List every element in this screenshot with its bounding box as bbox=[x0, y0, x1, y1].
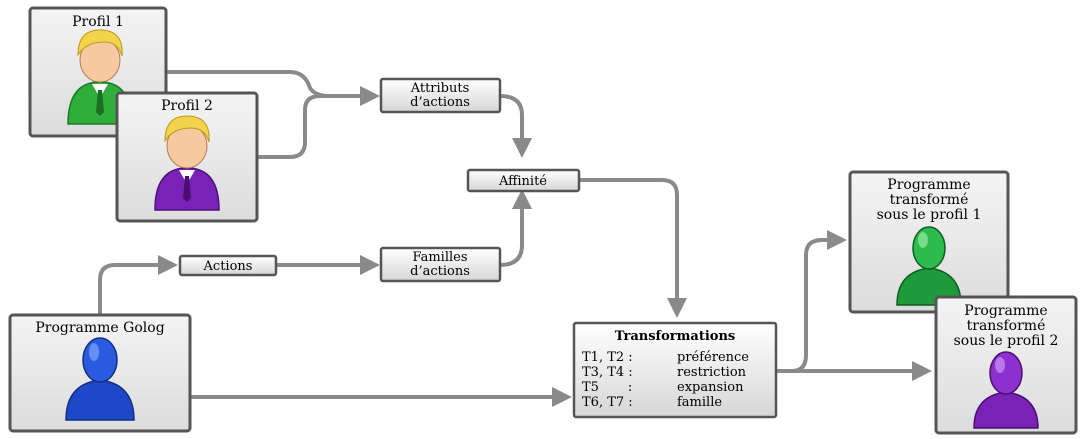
user-icon bbox=[154, 115, 220, 211]
transformation-desc: restriction bbox=[677, 365, 747, 380]
out1-line-1: Programme bbox=[887, 177, 970, 193]
golog-label: Programme Golog bbox=[35, 320, 164, 336]
arrow-golog-to-actions bbox=[98, 255, 178, 314]
programme-transforme-profil-1-panel: Programme transformé sous le profil 1 bbox=[848, 170, 1010, 314]
arrow-attributs-to-affinite bbox=[499, 94, 532, 158]
attributs-line-2: d’actions bbox=[410, 95, 470, 110]
user-silhouette-icon bbox=[973, 351, 1039, 429]
transformation-codes: T3, T4 : bbox=[582, 365, 633, 380]
out1-line-3: sous le profil 1 bbox=[877, 207, 982, 223]
transformation-desc: expansion bbox=[677, 380, 744, 395]
familles-line-1: Familles bbox=[412, 250, 467, 265]
out2-line-1: Programme bbox=[964, 303, 1047, 319]
arrow-familles-to-affinite bbox=[499, 189, 532, 267]
affinite-node: Affinité bbox=[466, 168, 581, 193]
actions-label: Actions bbox=[203, 259, 253, 274]
profil-2-panel: Profil 2 bbox=[115, 91, 259, 223]
out2-line-3: sous le profil 2 bbox=[954, 333, 1059, 349]
affinite-label: Affinité bbox=[498, 174, 547, 189]
transformation-codes: T6, T7 : bbox=[582, 395, 633, 410]
transformation-desc: famille bbox=[677, 395, 722, 410]
programme-golog-panel: Programme Golog bbox=[8, 313, 192, 433]
user-silhouette-icon bbox=[65, 337, 135, 421]
transformation-codes: T1, T2 : bbox=[582, 350, 633, 365]
arrow-affinite-to-transformations bbox=[580, 178, 687, 318]
out2-line-2: transformé bbox=[967, 318, 1046, 334]
transformation-codes: T5 : bbox=[582, 380, 632, 395]
familles-actions-node: Familles d’actions bbox=[379, 246, 502, 283]
profil-2-label: Profil 2 bbox=[161, 98, 213, 114]
actions-node: Actions bbox=[178, 254, 278, 277]
arrow-transformations-to-out1 bbox=[776, 230, 847, 373]
attributs-actions-node: Attributs d’actions bbox=[379, 77, 502, 114]
profil-1-label: Profil 1 bbox=[72, 14, 124, 30]
familles-line-2: d’actions bbox=[410, 264, 470, 279]
attributs-line-1: Attributs bbox=[410, 81, 470, 96]
transformations-title: Transformations bbox=[615, 329, 735, 344]
connector-profil2-to-attributs bbox=[257, 94, 340, 159]
out1-line-2: transformé bbox=[890, 192, 969, 208]
transformation-desc: préférence bbox=[677, 350, 749, 365]
programme-transforme-profil-2-panel: Programme transformé sous le profil 2 bbox=[934, 295, 1078, 435]
transformations-node: Transformations T1, T2 : préférence T3, … bbox=[572, 321, 778, 419]
